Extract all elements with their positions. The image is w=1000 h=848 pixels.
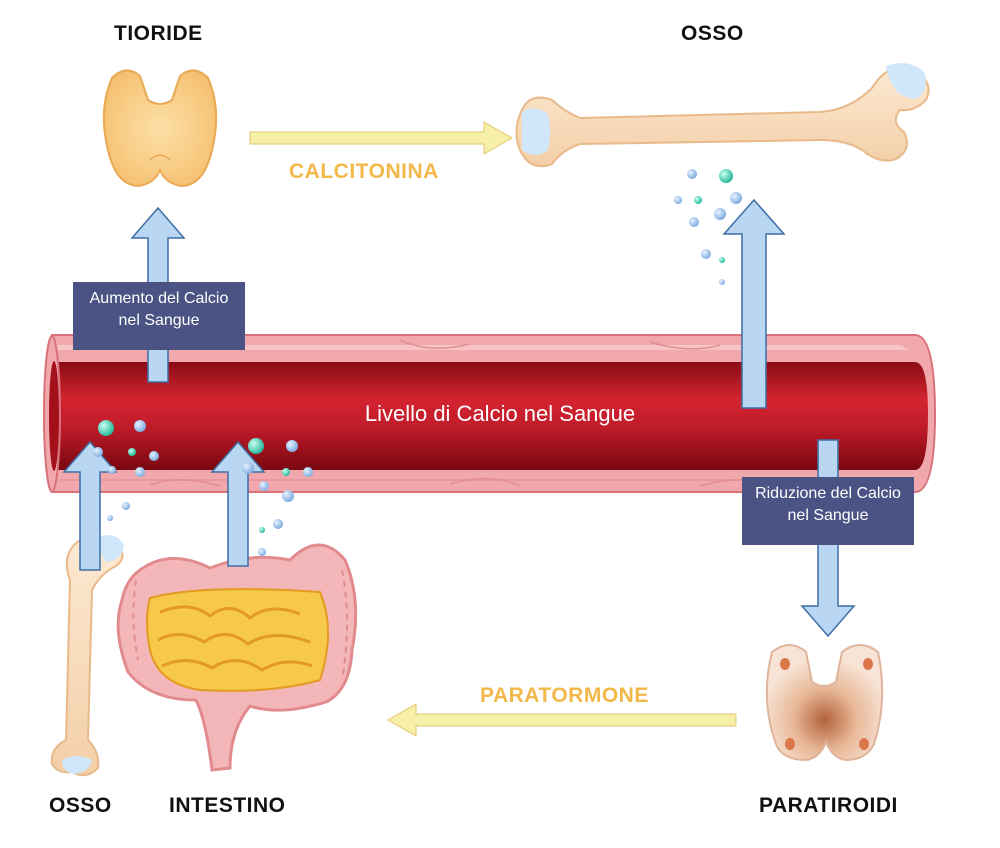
parathormone-arrow	[386, 703, 737, 737]
arrow-up-from-intestine	[210, 440, 266, 567]
arrow-up-from-bone	[62, 440, 118, 571]
thyroid-label: TIORIDE	[114, 22, 203, 45]
bone-top-illustration	[515, 63, 930, 168]
parathyroid-illustration	[765, 644, 884, 762]
intestine-illustration	[116, 543, 358, 772]
increase-calcium-box: Aumento del Calcio nel Sangue	[73, 282, 245, 350]
bone-bottom-illustration	[50, 535, 124, 777]
calcitonin-label: CALCITONINA	[289, 160, 439, 183]
hormone-arrows	[249, 121, 737, 737]
vessel-label: Livello di Calcio nel Sangue	[364, 401, 636, 426]
decrease-calcium-box: Riduzione del Calcio nel Sangue	[742, 477, 914, 545]
parathormone-label: PARATORMONE	[480, 684, 649, 707]
parathyroid-label: PARATIROIDI	[759, 794, 898, 817]
thyroid-illustration	[102, 69, 218, 188]
calcium-bubbles	[93, 169, 742, 556]
calcitonin-arrow	[249, 121, 514, 155]
intestine-label: INTESTINO	[169, 794, 286, 817]
bone-bottom-label: OSSO	[49, 794, 112, 817]
bone-top-label: OSSO	[681, 22, 744, 45]
arrow-up-to-bone	[722, 198, 786, 409]
